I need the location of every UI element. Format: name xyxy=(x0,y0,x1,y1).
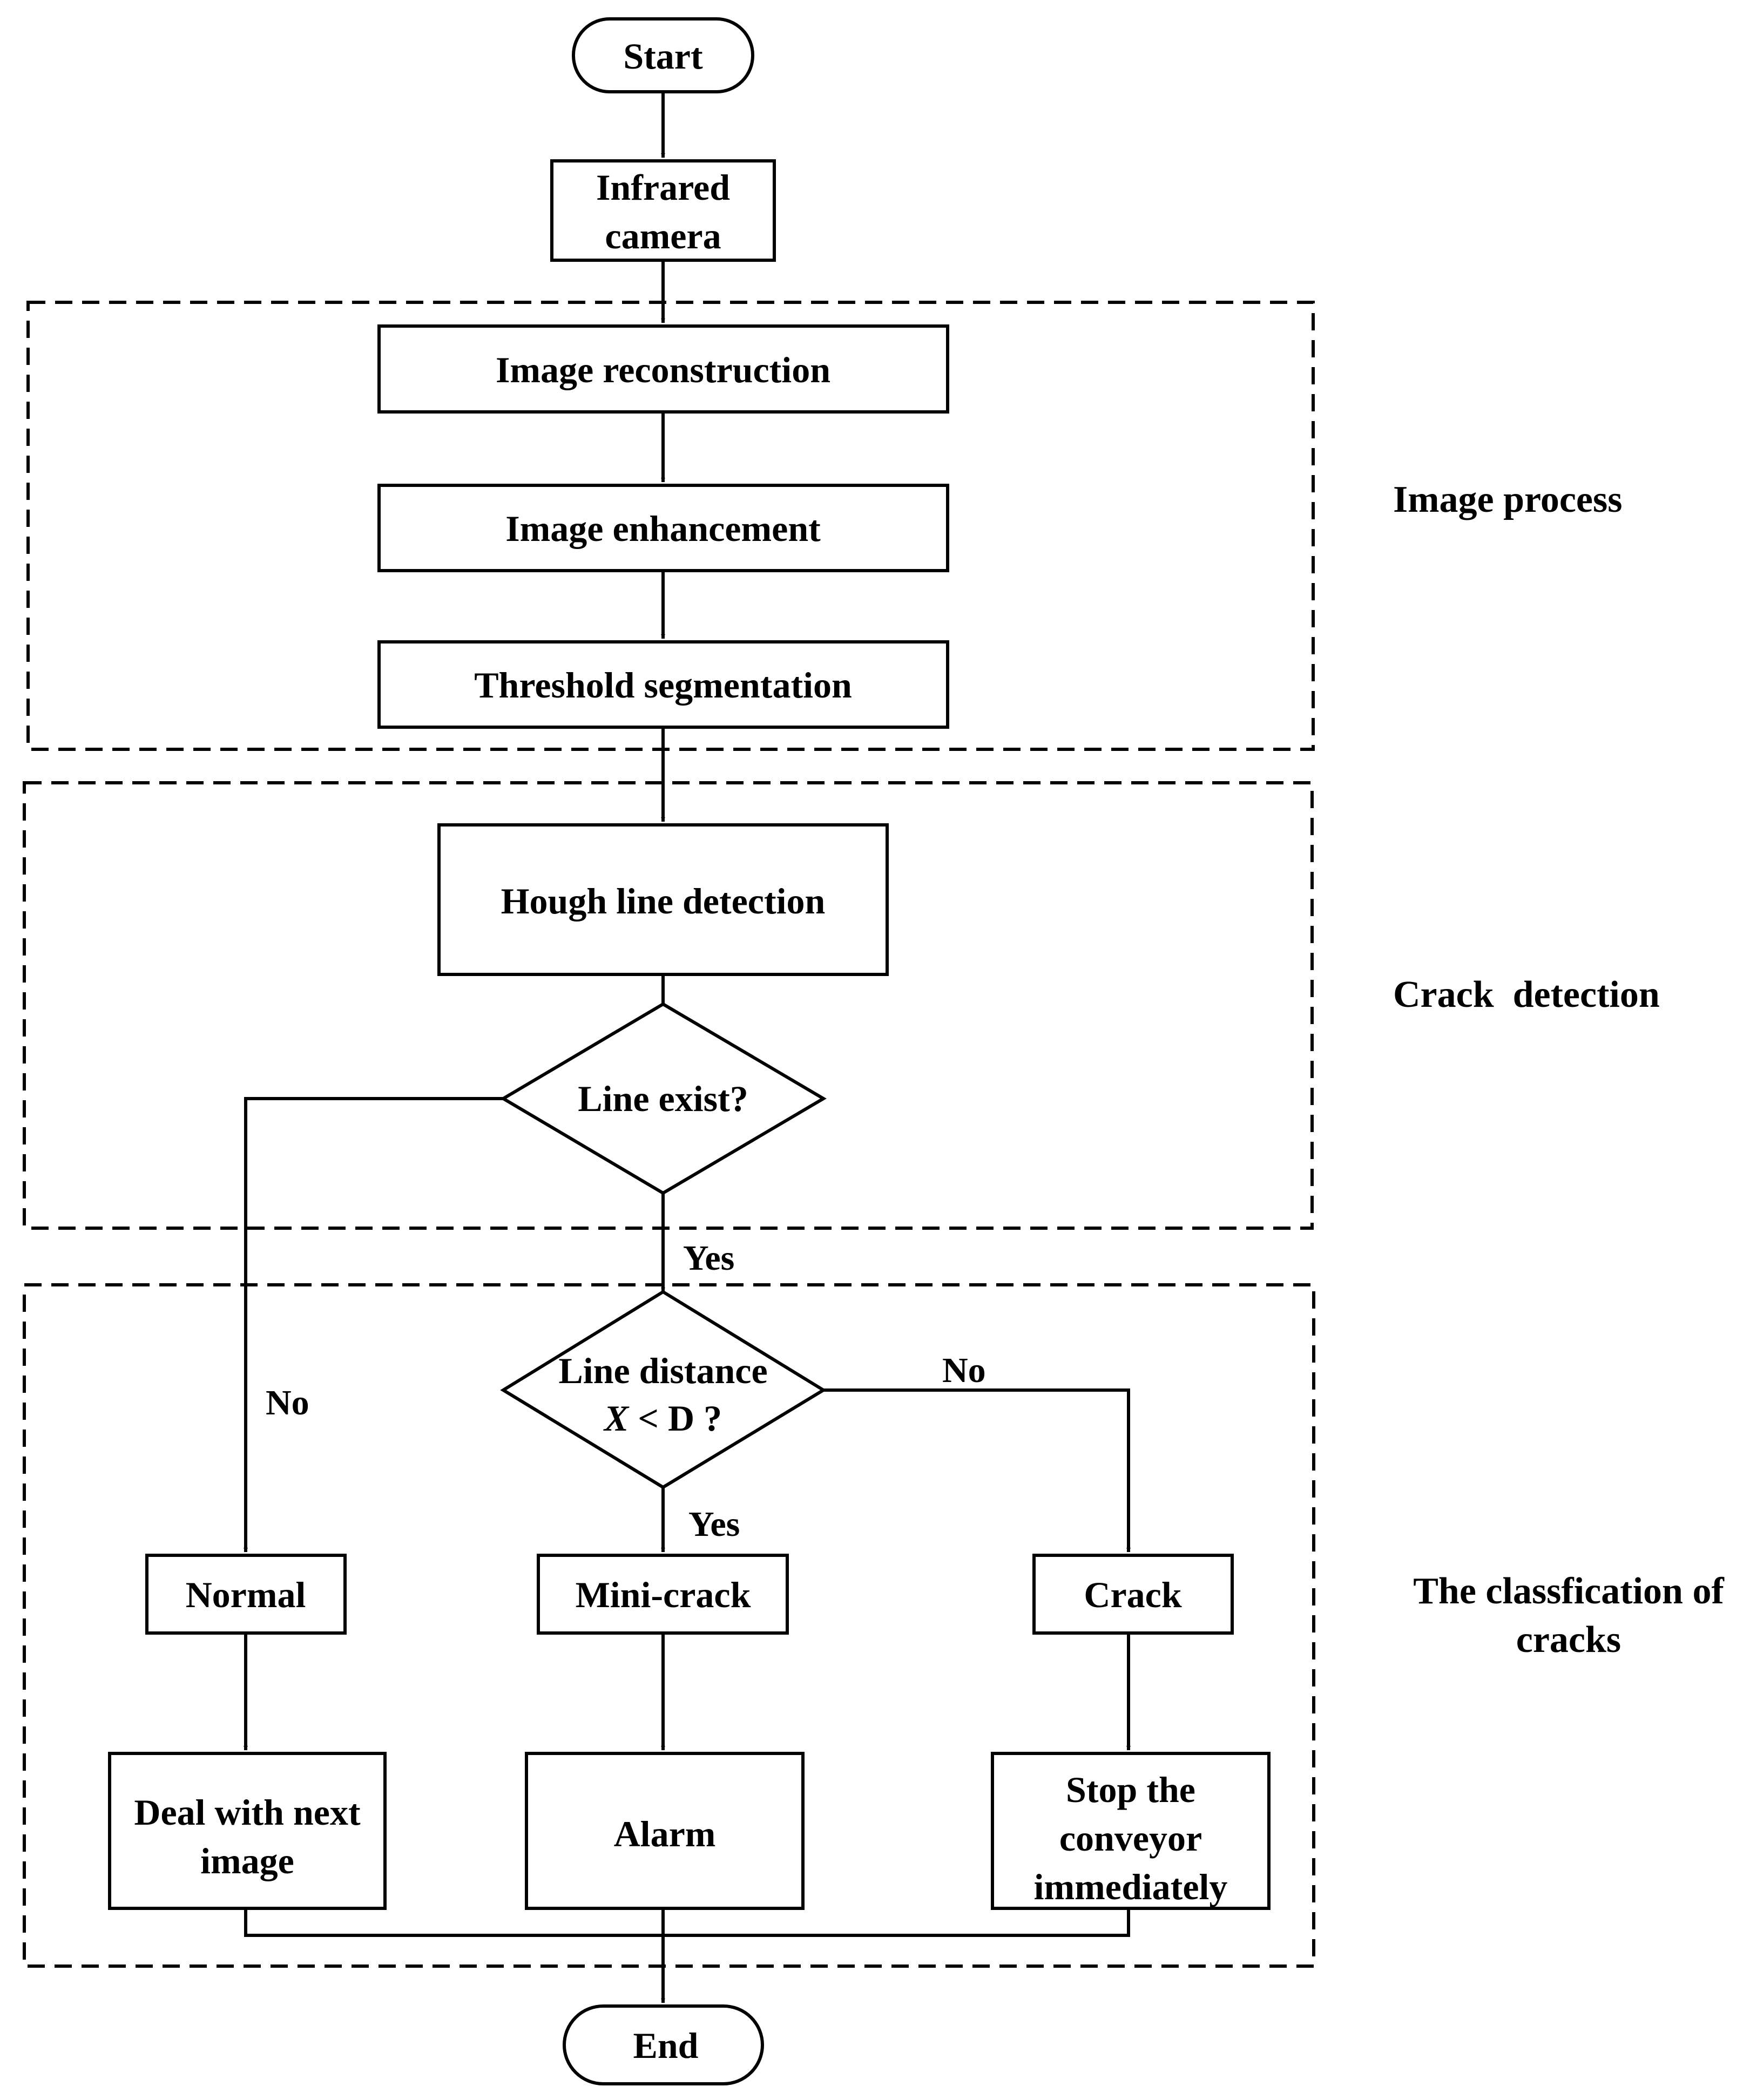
group-classification xyxy=(23,1283,1315,1968)
line-distance-label-line2: X < D ? xyxy=(603,1398,722,1439)
end-label: End xyxy=(633,2025,699,2066)
edge-merge-bottom xyxy=(244,1908,1130,1937)
node-image-enhancement: Image enhancement xyxy=(377,484,949,572)
edge-label-line-exist-no: No xyxy=(266,1383,309,1422)
deal-with-next-image-label-line1: Deal with next xyxy=(134,1792,361,1833)
hough-line-detection-box xyxy=(437,823,889,976)
node-line-distance-decision: Line distance X < D ? xyxy=(500,1290,827,1489)
threshold-segmentation-box xyxy=(377,640,949,729)
start-label: Start xyxy=(623,36,703,77)
group-label-crack-detection: Crack detection xyxy=(1393,974,1660,1015)
node-line-exist-decision: Line exist? xyxy=(500,1002,827,1195)
normal-box xyxy=(145,1554,347,1635)
line-distance-diamond xyxy=(500,1290,827,1489)
start-terminal-shape xyxy=(572,17,754,93)
crack-box xyxy=(1032,1554,1234,1635)
node-normal: Normal xyxy=(145,1554,347,1635)
line-distance-label-line1: Line distance xyxy=(558,1350,767,1391)
group-label-classification-line2: cracks xyxy=(1516,1619,1621,1661)
alarm-label: Alarm xyxy=(614,1813,716,1854)
node-alarm: Alarm xyxy=(525,1752,805,1910)
line-distance-variable: X xyxy=(603,1398,630,1439)
line-exist-label: Line exist? xyxy=(578,1078,748,1119)
stop-conveyor-label-line1: Stop the xyxy=(1066,1769,1195,1810)
node-end: End xyxy=(563,2004,764,2085)
node-stop-conveyor: Stop the conveyor immediately xyxy=(991,1752,1271,1910)
edge-label-line-exist-yes: Yes xyxy=(683,1238,734,1278)
image-enhancement-box xyxy=(377,484,949,572)
node-threshold-segmentation: Threshold segmentation xyxy=(377,640,949,729)
deal-with-next-image-label-line2: image xyxy=(200,1840,294,1881)
group-label-image-process: Image process xyxy=(1393,479,1622,520)
node-crack: Crack xyxy=(1032,1554,1234,1635)
end-terminal-shape xyxy=(563,2004,764,2085)
group-label-classification-line1: The classfication of xyxy=(1413,1570,1724,1612)
infrared-camera-box xyxy=(550,159,776,262)
edge-label-line-distance-yes: Yes xyxy=(688,1505,740,1544)
stop-conveyor-label-line2: conveyor xyxy=(1059,1818,1202,1859)
edges xyxy=(244,92,1131,2003)
node-deal-with-next-image: Deal with next image xyxy=(108,1752,387,1910)
stop-conveyor-label-line3: immediately xyxy=(1034,1866,1228,1907)
mini-crack-box xyxy=(537,1554,789,1635)
edge-label-line-distance-no: No xyxy=(942,1351,986,1390)
hough-line-detection-label: Hough line detection xyxy=(501,880,826,922)
node-hough-line-detection: Hough line detection xyxy=(437,823,889,976)
normal-label: Normal xyxy=(186,1574,306,1615)
stop-conveyor-box xyxy=(991,1752,1271,1910)
image-reconstruction-box xyxy=(377,324,949,414)
line-exist-diamond xyxy=(500,1002,827,1195)
image-enhancement-label: Image enhancement xyxy=(505,508,821,549)
node-infrared-camera: Infrared camera xyxy=(550,159,776,262)
line-distance-condition: < D ? xyxy=(629,1398,722,1439)
edge-line-exist-no xyxy=(244,1097,503,1552)
node-image-reconstruction: Image reconstruction xyxy=(377,324,949,414)
infrared-camera-label-line1: Infrared xyxy=(596,167,730,208)
infrared-camera-label-line2: camera xyxy=(605,215,721,256)
group-image-process xyxy=(26,301,1315,751)
deal-with-next-image-box xyxy=(108,1752,387,1910)
node-mini-crack: Mini-crack xyxy=(537,1554,789,1635)
node-start: Start xyxy=(572,17,754,93)
mini-crack-label: Mini-crack xyxy=(576,1574,751,1615)
threshold-segmentation-label: Threshold segmentation xyxy=(474,665,852,706)
alarm-box xyxy=(525,1752,805,1910)
image-reconstruction-label: Image reconstruction xyxy=(496,349,830,390)
group-crack-detection xyxy=(23,781,1314,1230)
crack-label: Crack xyxy=(1084,1574,1181,1615)
edge-line-distance-no xyxy=(823,1388,1131,1552)
